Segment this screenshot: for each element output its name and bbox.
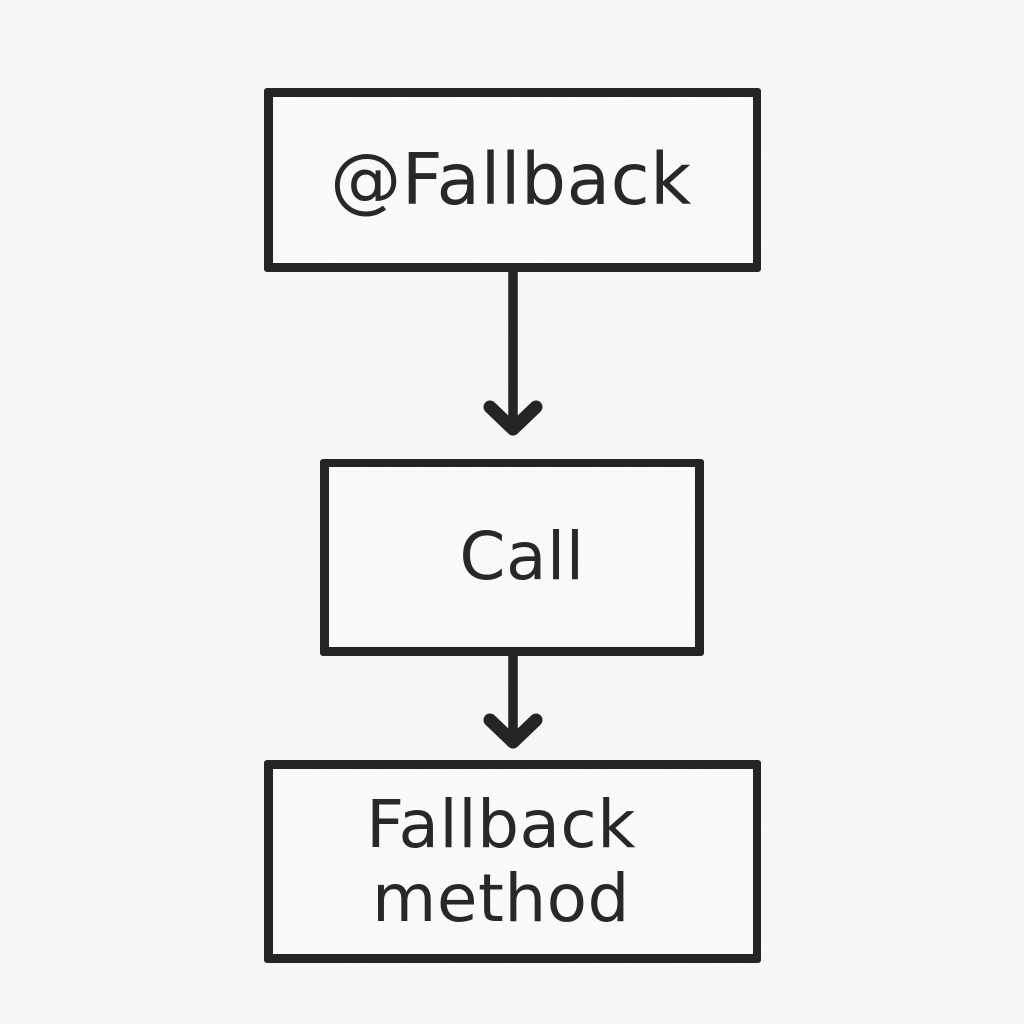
node-fallback-annotation[interactable]: @Fallback [264,88,761,272]
arrow-annotation-to-call [483,268,543,436]
node-fallback-method-label: Fallback method [366,785,636,937]
arrowhead-down-icon [483,400,543,436]
node-call[interactable]: Call [320,459,704,656]
arrow-call-to-method [483,653,543,749]
node-call-label: Call [459,518,585,596]
node-fallback-method[interactable]: Fallback method [264,760,761,963]
node-fallback-annotation-label: @Fallback [330,137,692,221]
arrowhead-down-icon [483,713,543,749]
